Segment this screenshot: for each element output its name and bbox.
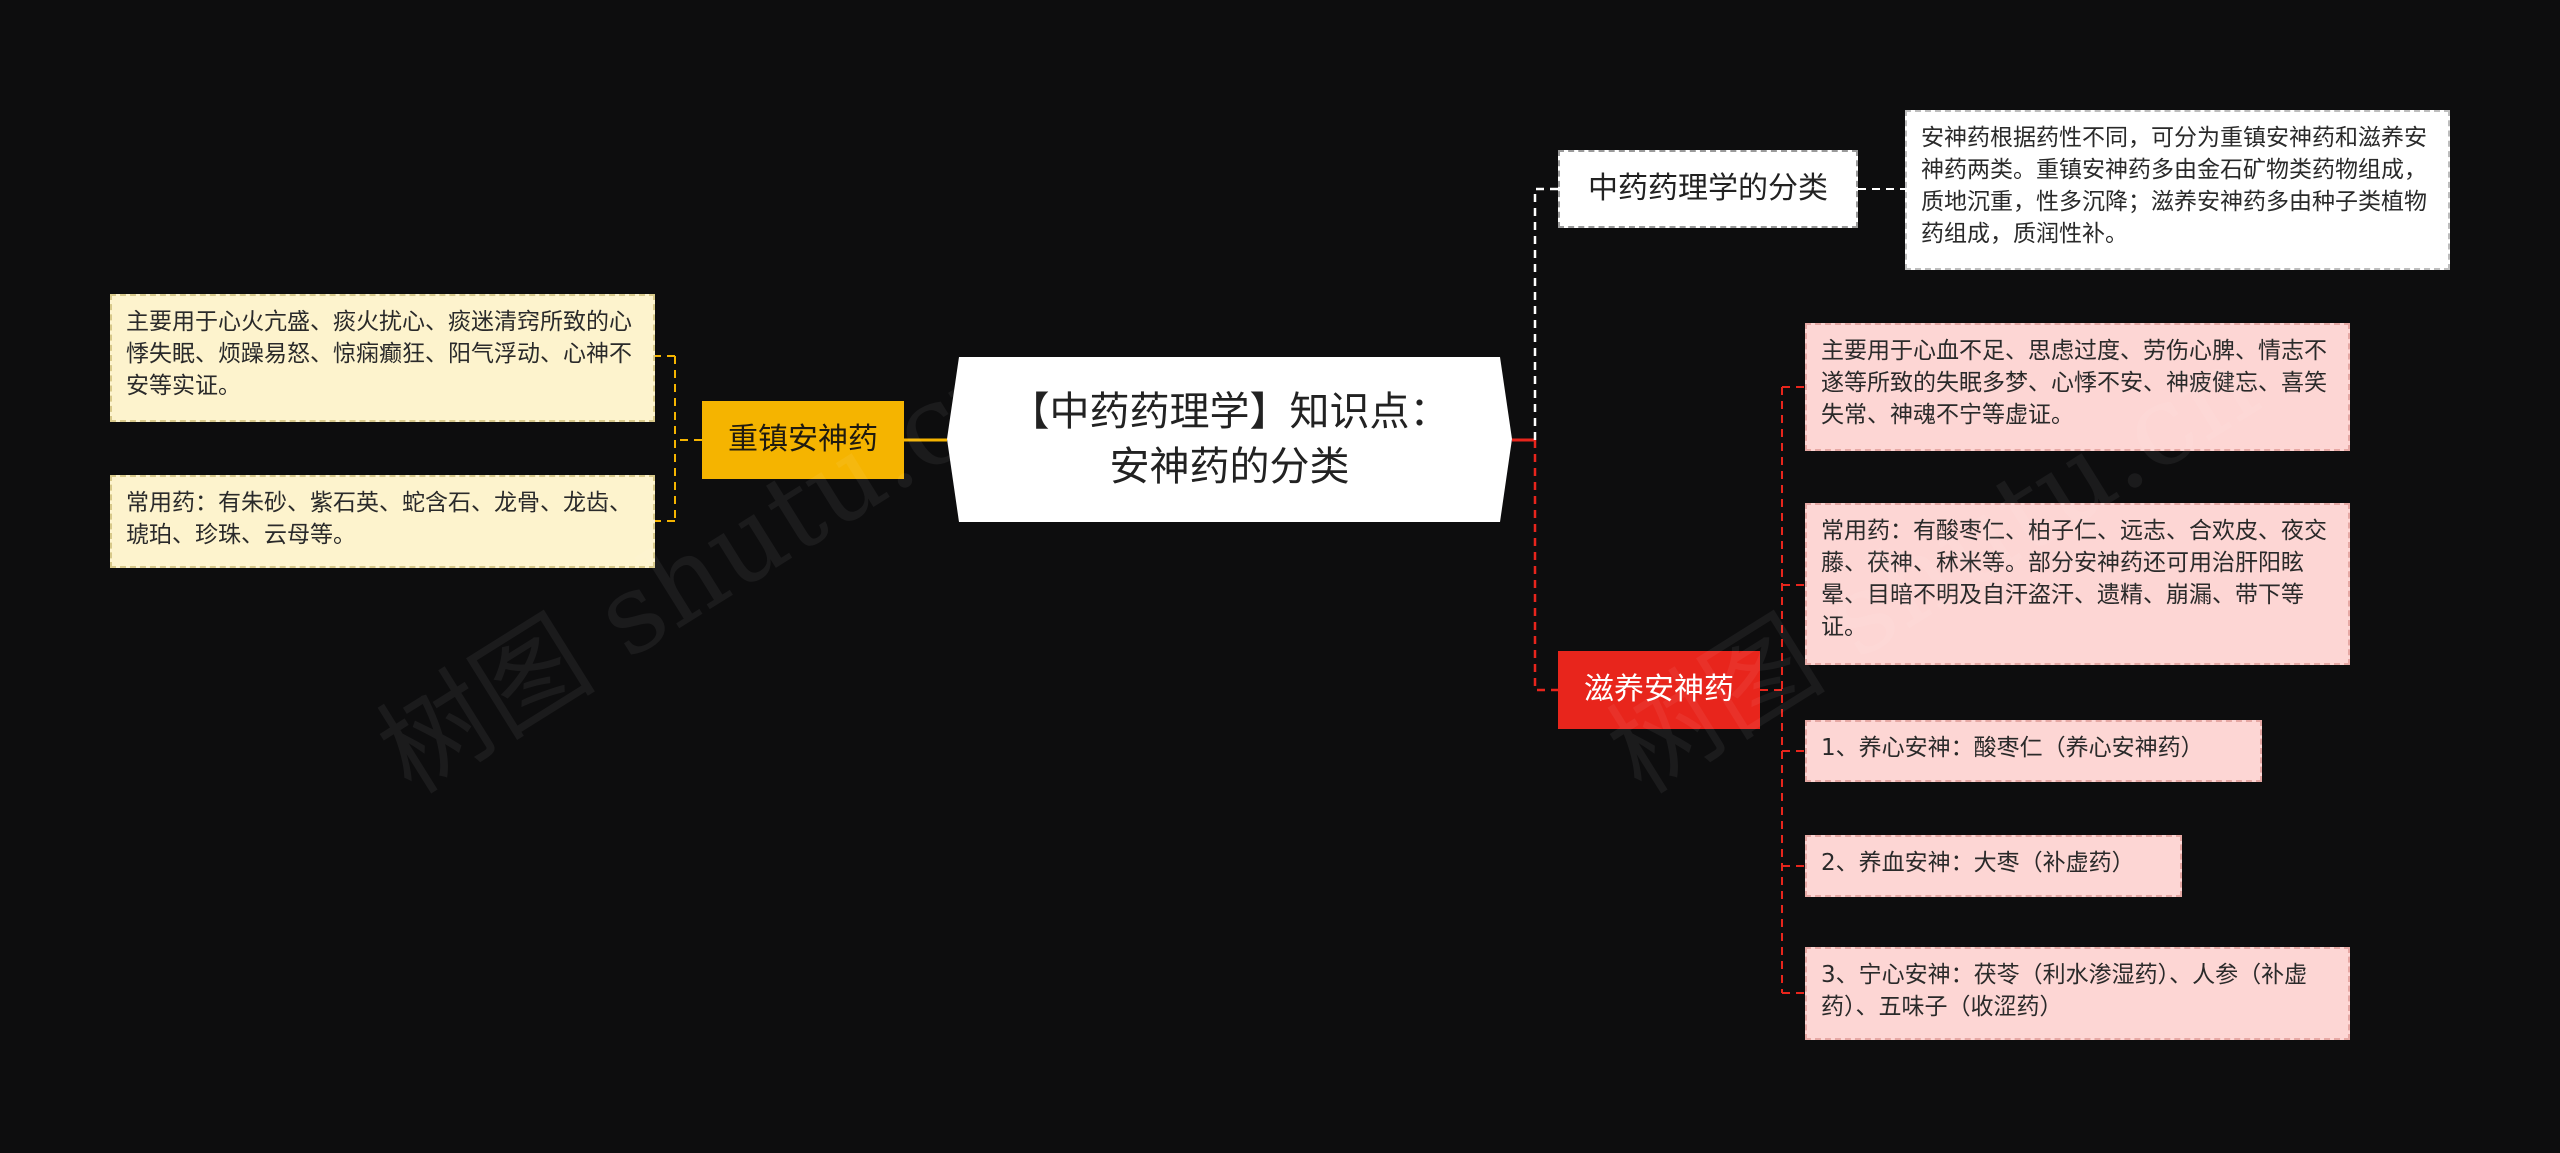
leaf-heavy-indication-text: 主要用于心火亢盛、痰火扰心、痰迷清窍所致的心悸失眠、烦躁易怒、惊痫癫狂、阳气浮动… [126, 309, 632, 399]
leaf-classification-description[interactable]: 安神药根据药性不同，可分为重镇安神药和滋养安神药两类。重镇安神药多由金石矿物类药… [1905, 110, 2450, 270]
link-nourish-leaves [1760, 386, 1805, 994]
leaf-classification-description-text: 安神药根据药性不同，可分为重镇安神药和滋养安神药两类。重镇安神药多由金石矿物类药… [1921, 125, 2427, 247]
leaf-heavy-common-drugs[interactable]: 常用药：有朱砂、紫石英、蛇含石、龙骨、龙齿、琥珀、珍珠、云母等。 [110, 475, 655, 568]
leaf-heavy-indication[interactable]: 主要用于心火亢盛、痰火扰心、痰迷清窍所致的心悸失眠、烦躁易怒、惊痫癫狂、阳气浮动… [110, 294, 655, 422]
leaf-nourish-item-3[interactable]: 3、宁心安神：茯苓（利水渗湿药）、人参（补虚药）、五味子（收涩药） [1805, 947, 2350, 1040]
root-topic-line2: 安神药的分类 [1109, 443, 1350, 490]
link-heavy-leaves [655, 355, 702, 522]
leaf-nourish-common-drugs-text: 常用药：有酸枣仁、柏子仁、远志、合欢皮、夜交藤、茯神、秫米等。部分安神药还可用治… [1821, 518, 2327, 640]
branch-heavy-sedative[interactable]: 重镇安神药 [702, 401, 904, 479]
leaf-nourish-common-drugs[interactable]: 常用药：有酸枣仁、柏子仁、远志、合欢皮、夜交藤、茯神、秫米等。部分安神药还可用治… [1805, 503, 2350, 665]
leaf-heavy-common-drugs-text: 常用药：有朱砂、紫石英、蛇含石、龙骨、龙齿、琥珀、珍珠、云母等。 [126, 490, 632, 548]
leaf-nourish-item-2-text: 2、养血安神：大枣（补虚药） [1821, 850, 2135, 876]
leaf-nourish-indication-text: 主要用于心血不足、思虑过度、劳伤心脾、情志不遂等所致的失眠多梦、心悸不安、神疲健… [1821, 338, 2327, 428]
branch-classification-label: 中药药理学的分类 [1588, 171, 1828, 206]
root-topic[interactable]: 【中药药理学】知识点： 安神药的分类 [947, 357, 1512, 522]
branch-nourishing-sedative-label: 滋养安神药 [1584, 672, 1734, 707]
root-topic-shape [947, 357, 1512, 522]
leaf-nourish-item-2[interactable]: 2、养血安神：大枣（补虚药） [1805, 835, 2182, 897]
link-center-nourish [1533, 440, 1558, 692]
leaf-nourish-item-3-text: 3、宁心安神：茯苓（利水渗湿药）、人参（补虚药）、五味子（收涩药） [1821, 962, 2308, 1020]
branch-heavy-sedative-label: 重镇安神药 [728, 422, 878, 457]
link-center-classification [1533, 187, 1558, 440]
leaf-nourish-item-1[interactable]: 1、养心安神：酸枣仁（养心安神药） [1805, 720, 2262, 782]
leaf-nourish-item-1-text: 1、养心安神：酸枣仁（养心安神药） [1821, 735, 2204, 761]
branch-nourishing-sedative[interactable]: 滋养安神药 [1558, 651, 1760, 729]
branch-classification[interactable]: 中药药理学的分类 [1558, 150, 1858, 228]
leaf-nourish-indication[interactable]: 主要用于心血不足、思虑过度、劳伤心脾、情志不遂等所致的失眠多梦、心悸不安、神疲健… [1805, 323, 2350, 451]
root-topic-line1: 【中药药理学】知识点： [1009, 388, 1450, 435]
